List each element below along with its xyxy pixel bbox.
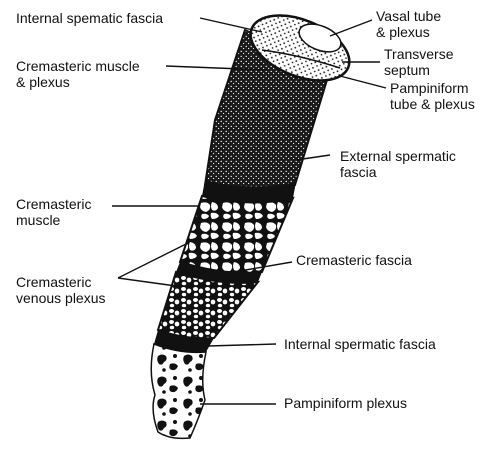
label-cremasteric-venous-plexus-line2: venous plexus xyxy=(16,290,106,306)
label-external-spermatic-fascia: External spermatic xyxy=(340,148,456,164)
label-internal-spermatic-fascia-bottom: Internal spermatic fascia xyxy=(284,336,436,352)
transverse-septum-line xyxy=(261,49,341,69)
label-pampiniform-tube-line2: tube & plexus xyxy=(390,96,475,112)
cremasteric-mesh-section xyxy=(178,194,295,274)
label-cremasteric-muscle-plexus: Cremasteric muscle xyxy=(16,58,140,74)
label-vasal-tube: Vasal tube xyxy=(376,8,442,24)
leader-lines xyxy=(112,17,387,405)
label-cremasteric-fascia: Cremasteric fascia xyxy=(296,252,412,268)
internal-fascia-band xyxy=(154,330,214,353)
label-external-spermatic-fascia-line2: fascia xyxy=(340,164,377,180)
vasal-tube-cap xyxy=(298,23,342,53)
venous-plexus-section xyxy=(156,270,261,340)
label-cremasteric-muscle: Cremasteric xyxy=(16,196,92,212)
external-fascia-band xyxy=(202,180,296,203)
label-cremasteric-muscle-plexus-line2: & plexus xyxy=(16,74,70,90)
label-cremasteric-venous-plexus: Cremasteric xyxy=(16,274,92,290)
label-internal-spermatic-fascia-top: Internal spematic fascia xyxy=(16,10,164,26)
label-transverse-septum: Transverse xyxy=(384,46,454,62)
label-pampiniform-tube: Pampiniform xyxy=(390,80,469,96)
pampiniform-plexus-section xyxy=(150,342,207,440)
label-vasal-tube-line2: & plexus xyxy=(376,24,430,40)
label-transverse-septum-line2: septum xyxy=(384,62,430,78)
label-cremasteric-muscle-line2: muscle xyxy=(16,212,61,228)
label-pampiniform-plexus: Pampiniform plexus xyxy=(284,395,407,411)
